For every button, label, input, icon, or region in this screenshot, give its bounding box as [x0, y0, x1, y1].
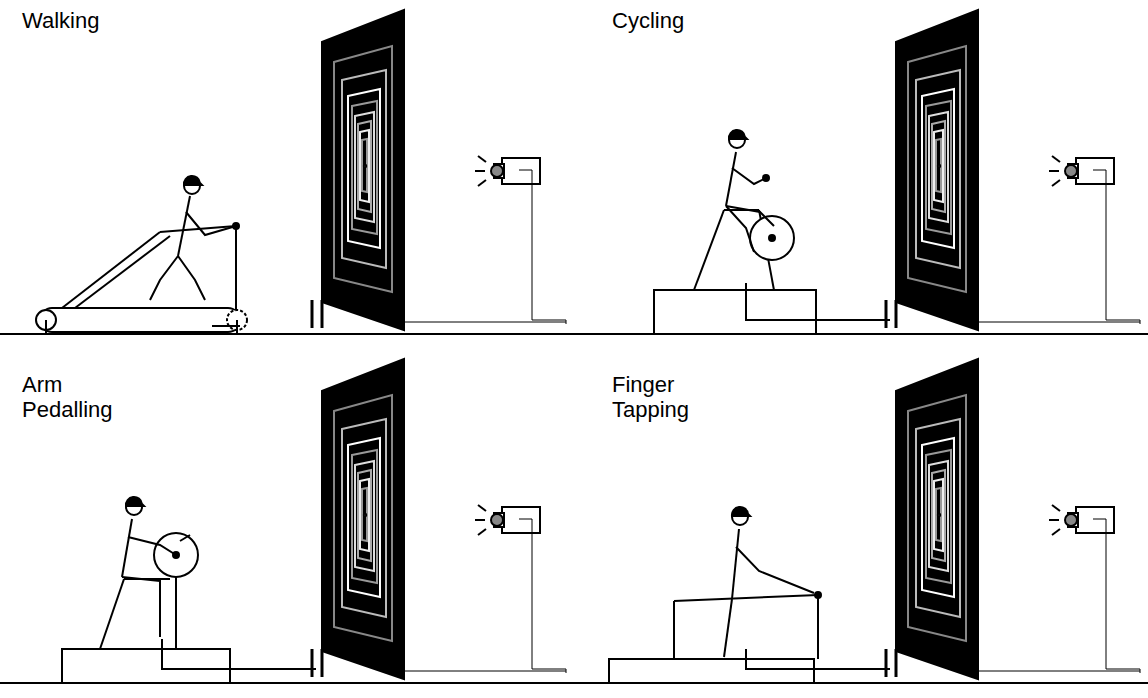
panel-title: Walking [22, 8, 222, 33]
panel-title: Cycling [612, 8, 812, 33]
panel-title: Arm Pedalling [22, 372, 132, 422]
panel-title: Finger Tapping [612, 372, 722, 422]
